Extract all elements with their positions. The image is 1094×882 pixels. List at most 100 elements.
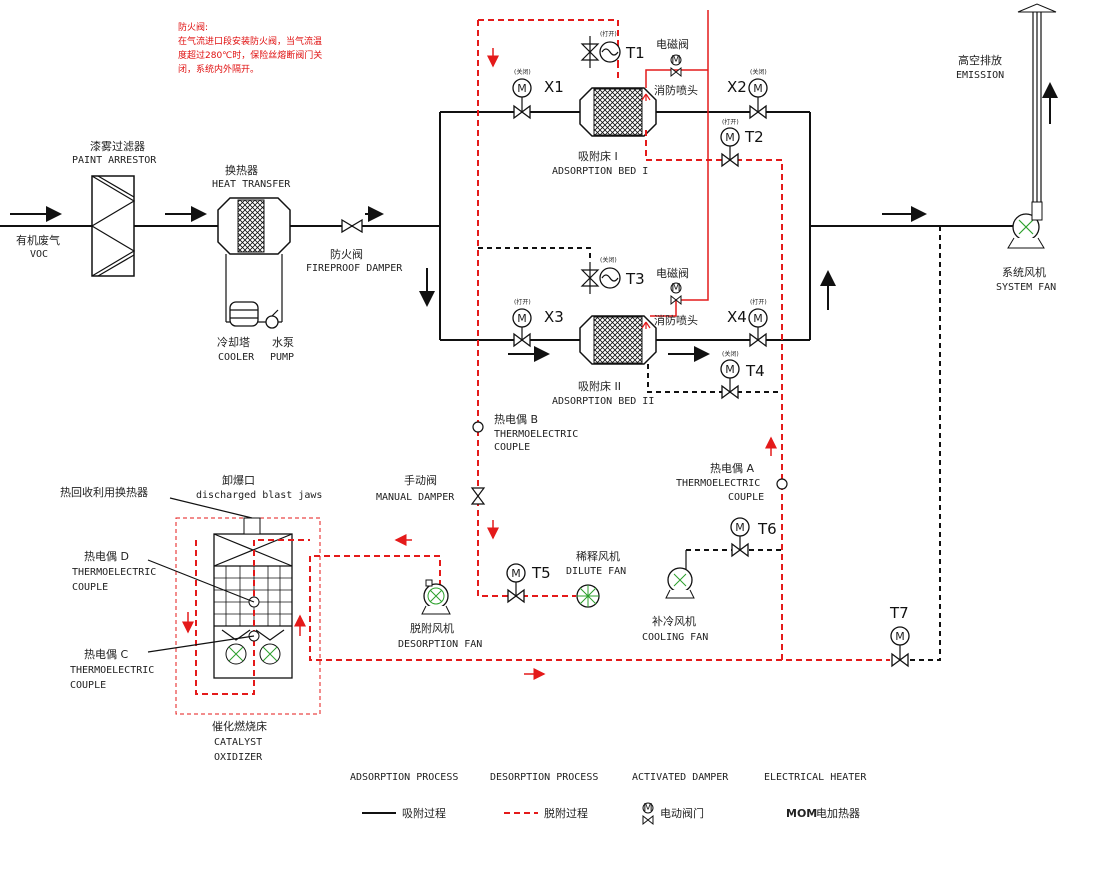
adsorption-bed-2 [579, 315, 657, 365]
t4-state: (关闭) [722, 350, 739, 358]
catalyst-cn: 催化燃烧床 [212, 719, 267, 733]
sysfan-en: SYSTEM FAN [996, 282, 1056, 293]
cooler-en: COOLER [218, 352, 255, 363]
adsorption-bed-1 [579, 87, 657, 137]
cooler-cn: 冷却塔 [217, 336, 250, 349]
thermocouple-a [776, 478, 788, 490]
svg-text:M: M [671, 281, 681, 294]
svg-text:M: M [753, 82, 763, 95]
tca-en1: THERMOELECTRIC [676, 478, 760, 489]
cooling-cn: 补冷风机 [652, 614, 696, 628]
x2-label: X2 [727, 78, 747, 96]
svg-text:M: M [753, 312, 763, 325]
tcc-cn: 热电偶 C [84, 648, 128, 661]
x4-state: (打开) [750, 298, 767, 306]
svg-text:M: M [517, 312, 527, 325]
solenoid2-label: 电磁阀 [656, 266, 689, 280]
valve-x2: M [748, 78, 768, 120]
note-line-1: 在气流进口段安装防火阀，当气流温 [178, 35, 322, 47]
t2-state: (打开) [722, 118, 739, 126]
damper-cn: 防火阀 [330, 247, 363, 261]
svg-text:M: M [725, 363, 735, 376]
catalyst-oxidizer [147, 497, 321, 715]
sysfan-cn: 系统风机 [1002, 265, 1046, 279]
bed1-cn: 吸附床 I [578, 149, 618, 163]
valve-x1: M [512, 78, 532, 120]
voc-label-cn: 有机废气 [16, 233, 60, 247]
valve-x3: M [512, 308, 532, 348]
valve-t7: M [890, 626, 910, 668]
svg-text:M: M [735, 521, 745, 534]
dilute-fan [576, 584, 600, 608]
tcd-en1: THERMOELECTRIC [72, 567, 156, 578]
valve-x4: M [748, 308, 768, 348]
t2-label: T2 [744, 128, 764, 146]
bed2-cn: 吸附床 II [578, 379, 621, 393]
valve-t1 [580, 36, 621, 68]
catalyst-en1: CATALYST [214, 737, 262, 748]
fireproof-damper [341, 218, 363, 234]
tcc-en2: COUPLE [70, 680, 106, 691]
pump-en: PUMP [270, 352, 294, 363]
voc-label-en: VOC [30, 249, 48, 260]
tca-en2: COUPLE [728, 492, 764, 503]
dilute-en: DILUTE FAN [566, 566, 626, 577]
blast-cn: 卸爆口 [222, 473, 255, 487]
solenoid-valve-1: M [670, 53, 682, 78]
cooler [229, 301, 259, 327]
x1-state: (关闭) [514, 68, 531, 76]
desorp-fan-cn: 脱附风机 [410, 621, 454, 635]
spray2-label: 消防喷头 [654, 313, 698, 327]
desorption-fan [421, 579, 451, 615]
t6-label: T6 [757, 520, 777, 538]
tcb-en1: THERMOELECTRIC [494, 429, 578, 440]
bed2-en: ADSORPTION BED II [552, 396, 654, 407]
spray1-label: 消防喷头 [654, 83, 698, 97]
svg-text:M: M [517, 82, 527, 95]
tcb-cn: 热电偶 B [494, 413, 538, 426]
valve-t4: M [720, 359, 740, 400]
heat-transfer-en: HEAT TRANSFER [212, 179, 291, 190]
t3-state: (关闭) [600, 256, 617, 264]
note-line-2: 度超过280℃时，保险丝熔断阀门关 [178, 49, 322, 61]
t5-label: T5 [531, 564, 551, 582]
t4-label: T4 [745, 362, 765, 380]
t3-label: T3 [625, 270, 645, 288]
valve-t6: M [730, 517, 750, 558]
note-title: 防火阀: [178, 21, 208, 33]
tca-cn: 热电偶 A [710, 462, 754, 475]
legend-en-desorption: DESORPTION PROCESS [490, 772, 598, 783]
note-line-3: 闭，系统内外隔开。 [178, 63, 259, 75]
damper-en: FIREPROOF DAMPER [306, 263, 403, 274]
catalyst-en2: OXIDIZER [214, 752, 263, 763]
tcb-en2: COUPLE [494, 442, 530, 453]
recovery-cn: 热回收利用换热器 [60, 485, 148, 499]
svg-text:M: M [895, 630, 905, 643]
x2-state: (关闭) [750, 68, 767, 76]
manual-damper [470, 487, 486, 505]
tcd-cn: 热电偶 D [84, 550, 129, 563]
tcd-en2: COUPLE [72, 582, 108, 593]
svg-text:M: M [671, 53, 681, 66]
emission-cn: 高空排放 [958, 53, 1002, 67]
valve-t2: M [720, 127, 740, 168]
solenoid1-label: 电磁阀 [656, 37, 689, 51]
paint-arrestor-cn: 漆雾过滤器 [90, 140, 145, 153]
legend-cn-adsorption: 吸附过程 [402, 806, 446, 820]
legend-en-adsorption: ADSORPTION PROCESS [350, 772, 458, 783]
t1-label: T1 [625, 44, 645, 62]
svg-text:M: M [511, 567, 521, 580]
legend-cn-damper: 电动阀门 [660, 806, 704, 820]
manual-cn: 手动阀 [404, 473, 437, 487]
paint-arrestor-en: PAINT ARRESTOR [72, 155, 157, 166]
legend-cn-desorption: 脱附过程 [544, 806, 588, 820]
desorption-loop [182, 19, 890, 680]
legend-en-heater: ELECTRICAL HEATER [764, 772, 867, 783]
x3-state: (打开) [514, 298, 531, 306]
legend: ADSORPTION PROCESS DESORPTION PROCESS AC… [350, 772, 867, 826]
bed1-en: ADSORPTION BED I [552, 166, 648, 177]
legend-cn-heater: 电加热器 [816, 807, 860, 820]
legend-damper-icon: M [642, 801, 654, 826]
manual-en: MANUAL DAMPER [376, 492, 455, 503]
